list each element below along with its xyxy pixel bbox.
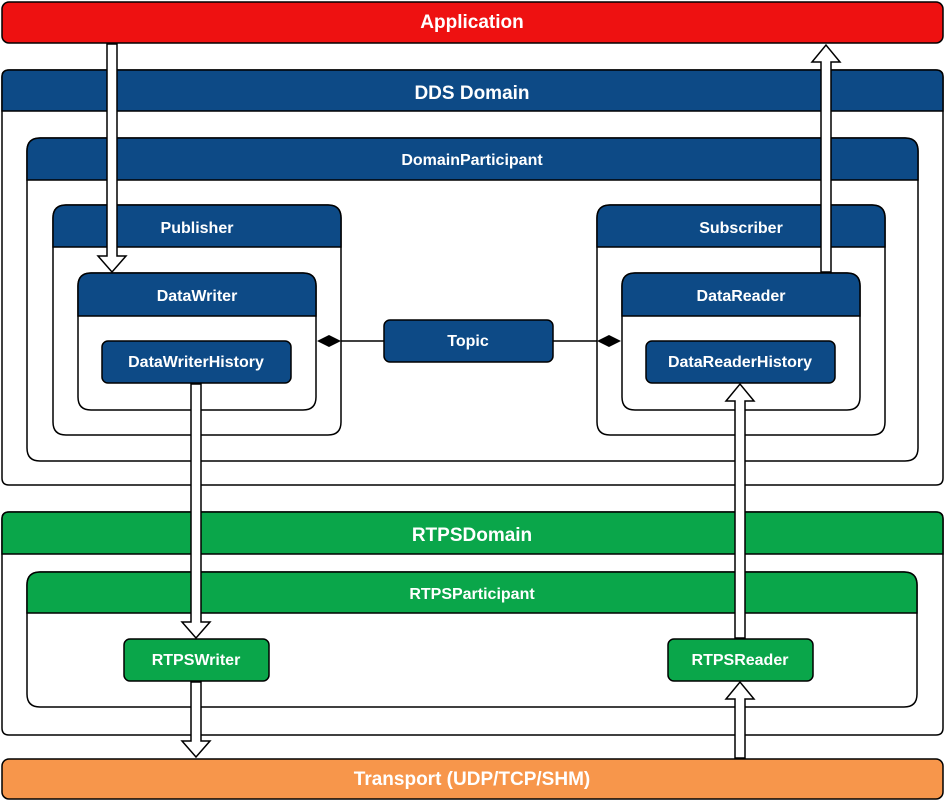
- application-label: Application: [420, 12, 523, 33]
- transport-bar: Transport (UDP/TCP/SHM): [1, 758, 944, 800]
- topic: Topic: [383, 319, 554, 363]
- arrow-up-icon: [724, 382, 756, 639]
- rtps-writer: RTPSWriter: [123, 638, 270, 682]
- rtps-participant-label: RTPSParticipant: [409, 586, 535, 603]
- aggregation-diamond-icon: [317, 335, 341, 347]
- data-reader-history: DataReaderHistory: [645, 340, 836, 384]
- arrow-up-icon: [724, 680, 756, 759]
- data-writer-history-label: DataWriterHistory: [128, 354, 264, 371]
- dds-domain-label: DDS Domain: [414, 83, 529, 104]
- rtps-domain-label: RTPSDomain: [412, 525, 532, 546]
- subscriber-label: Subscriber: [699, 220, 783, 237]
- rtps-writer-label: RTPSWriter: [152, 652, 241, 669]
- arrow-down-icon: [180, 383, 212, 640]
- rtps-reader: RTPSReader: [667, 638, 814, 682]
- arrow-down-icon: [96, 43, 128, 274]
- publisher-label: Publisher: [161, 220, 234, 237]
- arrow-up-icon: [810, 43, 842, 273]
- data-reader-history-label: DataReaderHistory: [668, 354, 812, 371]
- data-writer-label: DataWriter: [157, 288, 238, 305]
- domain-participant-label: DomainParticipant: [401, 152, 543, 169]
- topic-connector-left: [317, 335, 384, 347]
- topic-connector-right: [553, 335, 621, 347]
- data-reader-label: DataReader: [697, 288, 786, 305]
- transport-label: Transport (UDP/TCP/SHM): [354, 769, 590, 790]
- arrow-down-icon: [180, 681, 212, 759]
- aggregation-diamond-icon: [597, 335, 621, 347]
- topic-label: Topic: [447, 333, 489, 350]
- data-writer-history: DataWriterHistory: [101, 340, 292, 384]
- application-bar: Application: [1, 1, 944, 44]
- rtps-reader-label: RTPSReader: [692, 652, 789, 669]
